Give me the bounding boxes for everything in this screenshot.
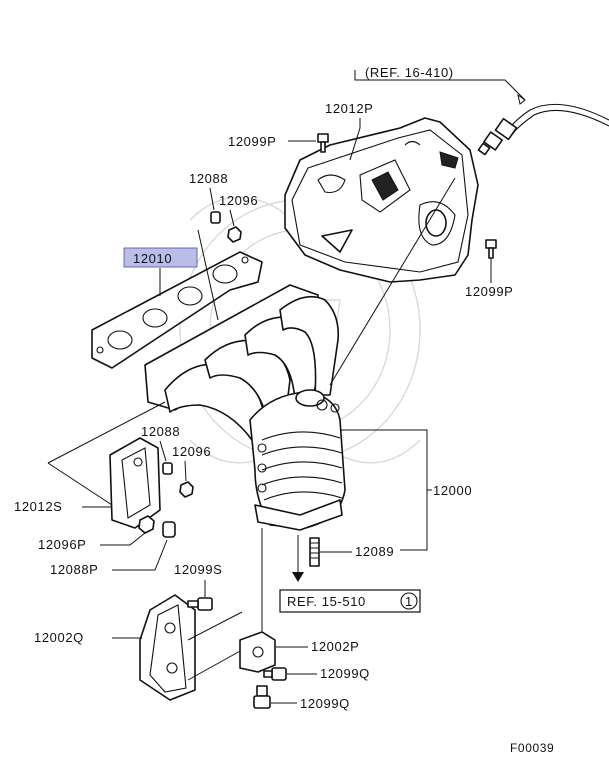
label-12099Q-b[interactable]: 12099Q	[300, 696, 350, 711]
exhaust-manifold-12000[interactable]	[144, 284, 346, 531]
bracket-12002Q[interactable]	[139, 594, 196, 701]
label-12012P[interactable]: 12012P	[325, 101, 373, 116]
ref-16-410[interactable]: (REF. 16-410)	[365, 65, 454, 80]
nut-12096P[interactable]	[138, 515, 155, 534]
bolt-12099S[interactable]	[187, 597, 213, 611]
heat-shield-12012S[interactable]	[109, 437, 161, 529]
ref-15-510-circle: 1	[405, 594, 413, 609]
ref-15-510[interactable]: REF. 15-510 1	[279, 589, 421, 613]
label-12099Q-a[interactable]: 12099Q	[320, 666, 370, 681]
label-12099P-top[interactable]: 12099P	[228, 134, 276, 149]
nut-12096-mid[interactable]	[179, 481, 194, 498]
label-12096P[interactable]: 12096P	[38, 537, 86, 552]
label-12000[interactable]: 12000	[433, 483, 472, 498]
heat-protector-12012P[interactable]	[284, 117, 479, 283]
bolt-12099Q-a[interactable]	[263, 667, 287, 681]
label-12096-mid[interactable]: 12096	[172, 444, 211, 459]
label-12010-highlight	[123, 247, 198, 268]
bolt-12099Q-b[interactable]	[253, 685, 271, 709]
label-12002P[interactable]: 12002P	[311, 639, 359, 654]
oxygen-sensor	[477, 103, 609, 156]
bolt-12099P-top[interactable]	[317, 133, 329, 153]
bracket-12002P[interactable]	[239, 631, 276, 673]
label-12088-mid[interactable]: 12088	[141, 424, 180, 439]
stud-12088-mid[interactable]	[162, 462, 173, 475]
label-12010[interactable]: 12010	[133, 251, 172, 266]
label-12012S[interactable]: 12012S	[14, 499, 62, 514]
bolt-12099P-right[interactable]	[485, 239, 497, 259]
figure-code: F00039	[510, 741, 554, 755]
label-12002Q[interactable]: 12002Q	[34, 630, 84, 645]
label-12099P-right[interactable]: 12099P	[465, 284, 513, 299]
nut-12096-top[interactable]	[227, 226, 242, 243]
label-12088P[interactable]: 12088P	[50, 562, 98, 577]
stud-12088-top[interactable]	[210, 211, 221, 224]
ref-15-510-label[interactable]: REF. 15-510	[287, 594, 366, 609]
label-12099S[interactable]: 12099S	[174, 562, 222, 577]
ref-16-410-label[interactable]: (REF. 16-410)	[365, 65, 454, 80]
label-12089[interactable]: 12089	[355, 544, 394, 559]
label-12088-top[interactable]: 12088	[189, 171, 228, 186]
label-12096-top[interactable]: 12096	[219, 193, 258, 208]
stud-12088P[interactable]	[162, 521, 176, 538]
stud-12089[interactable]	[309, 537, 320, 567]
gasket-12010[interactable]	[91, 251, 263, 369]
